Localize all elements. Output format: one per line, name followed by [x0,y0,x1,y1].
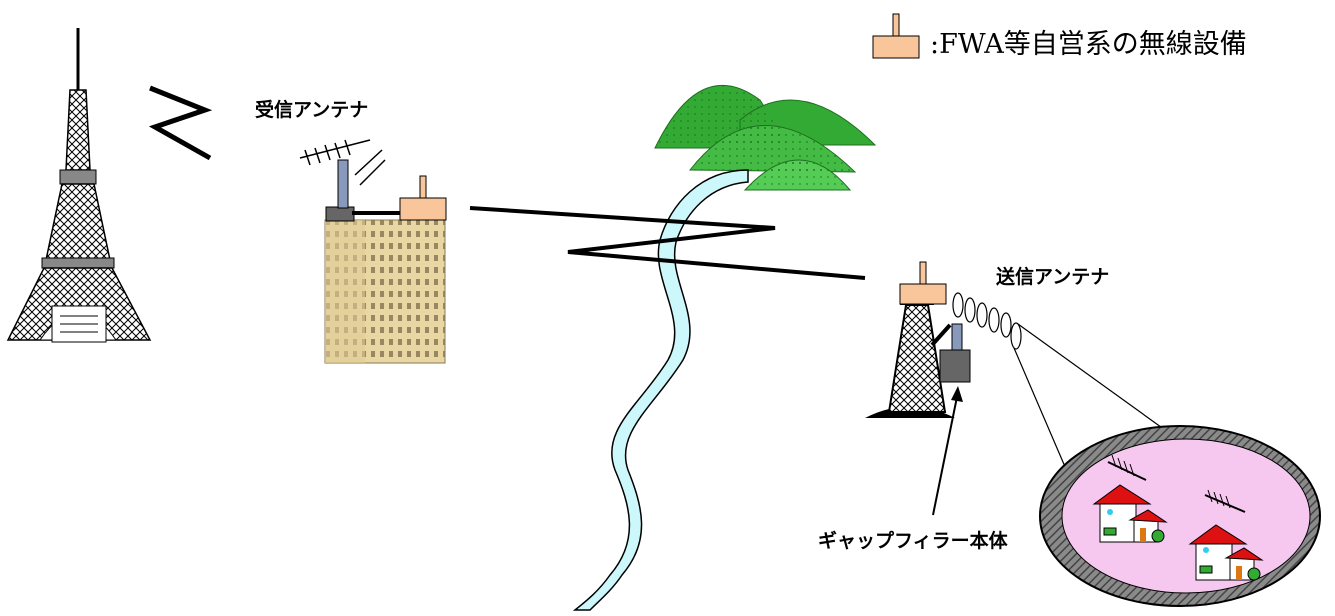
river-icon [572,169,749,611]
fwa-equipment-icon [399,175,447,221]
house-icon [1188,489,1264,581]
transmit-antenna-label: 送信アンテナ [996,266,1110,288]
radio-wave-zigzag [148,85,213,161]
gap-filler-unit-label: ギャップフィラー本体 [818,530,1008,552]
pointer-arrow [932,386,963,516]
yagi-antenna-icon [299,139,386,186]
gap-filler-unit-icon [939,323,971,383]
fwa-radio-link [469,206,866,280]
legend-text: :FWA等自営系の無線設備 [930,29,1247,60]
fwa-equipment-icon [899,261,947,305]
coverage-area [1039,425,1321,607]
legend-fwa-icon [872,13,920,59]
house-icon [1092,454,1168,543]
apartment-building-icon [299,139,446,364]
broadcast-tower-icon [6,28,152,343]
mountain-icon [654,84,877,191]
transmit-tower-icon [865,300,955,418]
receive-antenna-label: 受信アンテナ [255,99,369,121]
